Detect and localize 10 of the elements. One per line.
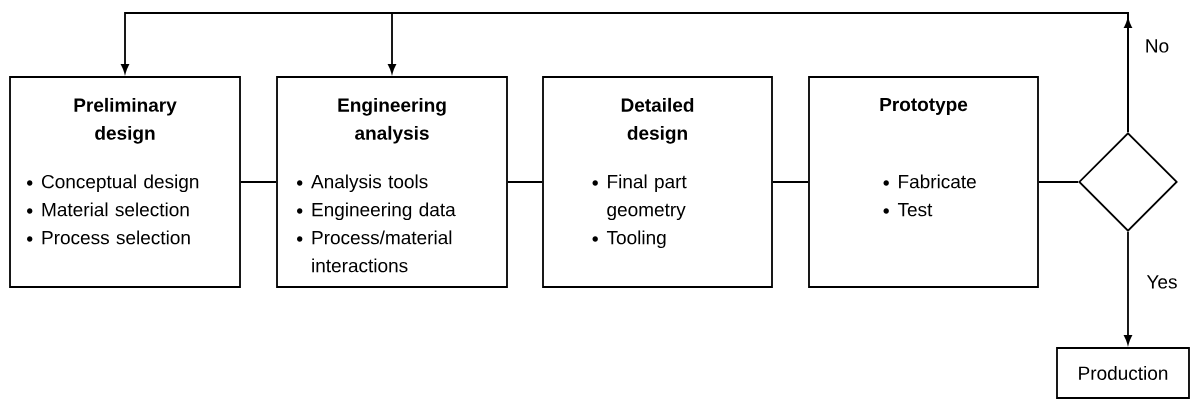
process-box: Engineering analysis Analysis tools Engineering data Process/material interactions	[276, 76, 508, 288]
decision-diamond	[1078, 132, 1178, 232]
process-box: Production	[1056, 347, 1190, 399]
process-box: Detailed design Final part geometry Tooling	[542, 76, 773, 288]
edge-label: Yes	[1144, 273, 1180, 291]
arrow	[1124, 231, 1132, 345]
edge-label: No	[1142, 37, 1172, 55]
process-box: Prototype Fabricate Test	[808, 76, 1039, 288]
arrow	[388, 12, 1129, 133]
process-box: Preliminary design Conceptual design Material selection Process selection	[9, 76, 241, 288]
